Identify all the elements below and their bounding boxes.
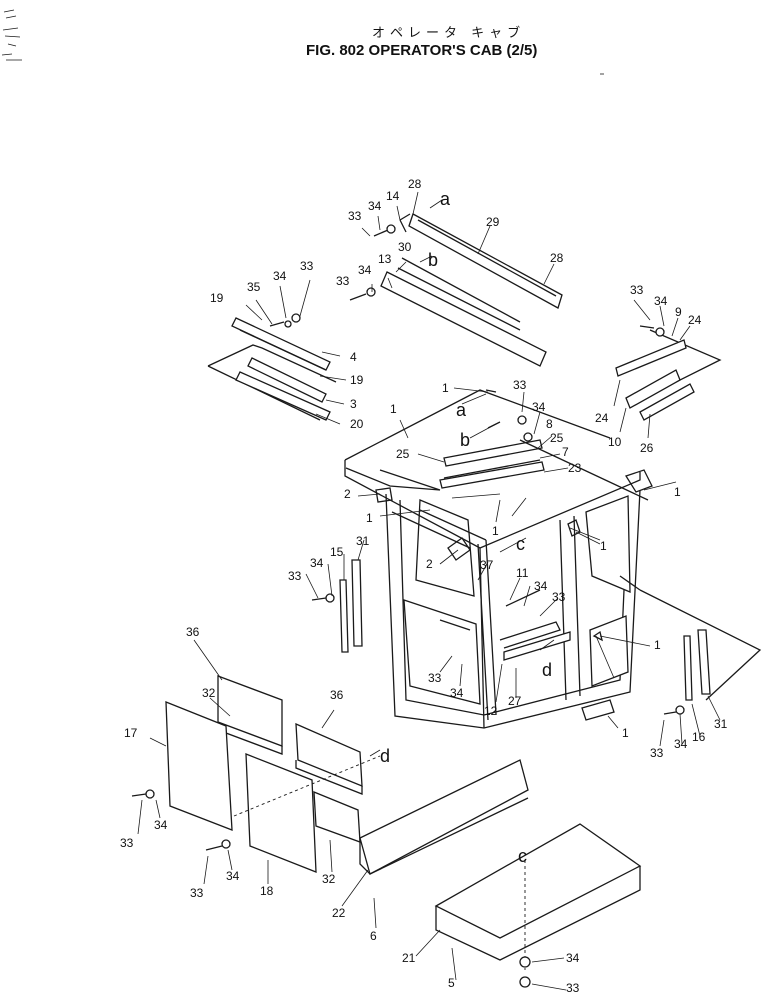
callout-20: 20 [350, 417, 364, 431]
callout-1: 1 [492, 524, 499, 538]
callout-33: 33 [630, 283, 644, 297]
side-posts [311, 559, 711, 715]
callout-13: 13 [378, 252, 392, 266]
callout-d: d [542, 660, 552, 680]
right-rail-assembly [615, 325, 695, 421]
callout-1: 1 [674, 485, 681, 499]
callout-2: 2 [426, 557, 433, 571]
left-rail-assembly [231, 313, 331, 421]
callout-33: 33 [650, 746, 664, 760]
top-rail-assembly [349, 213, 563, 367]
callout-22: 22 [332, 906, 346, 920]
callout-34: 34 [450, 686, 464, 700]
callout-34: 34 [532, 400, 546, 414]
callout-28: 28 [408, 177, 422, 191]
reference-lines [519, 439, 762, 701]
center-rail-assembly [439, 389, 545, 489]
callout-34: 34 [534, 579, 548, 593]
callout-33: 33 [428, 671, 442, 685]
callout-33: 33 [566, 981, 580, 994]
callout-19: 19 [350, 373, 364, 387]
callout-9: 9 [675, 305, 682, 319]
callout-1: 1 [654, 638, 661, 652]
callout-5: 5 [448, 976, 455, 990]
callout-30: 30 [398, 240, 412, 254]
callout-24: 24 [688, 313, 702, 327]
callout-b: b [428, 250, 438, 270]
roof-panel [207, 329, 722, 461]
callout-1: 1 [622, 726, 629, 740]
callout-23: 23 [568, 461, 582, 475]
callout-29: 29 [486, 215, 500, 229]
callout-12: 12 [484, 704, 498, 718]
callout-8: 8 [546, 417, 553, 431]
callout-34: 34 [154, 818, 168, 832]
callout-33: 33 [288, 569, 302, 583]
callout-34: 34 [368, 199, 382, 213]
callout-37: 37 [480, 558, 494, 572]
callout-34: 34 [310, 556, 324, 570]
callout-b: b [460, 430, 470, 450]
callout-35: 35 [247, 280, 261, 294]
title-japanese: オペレータ キャブ [372, 26, 526, 41]
floor-plates [359, 759, 642, 988]
callout-17: 17 [124, 726, 138, 740]
callout-33: 33 [348, 209, 362, 223]
callout-3: 3 [350, 397, 357, 411]
callout-34: 34 [226, 869, 240, 883]
callout-16: 16 [692, 730, 706, 744]
callout-32: 32 [202, 686, 216, 700]
callout-11: 11 [516, 566, 529, 580]
callout-28: 28 [550, 251, 564, 265]
callout-c: c [518, 846, 527, 866]
callout-33: 33 [300, 259, 314, 273]
callout-27: 27 [508, 694, 522, 708]
callout-21: 21 [402, 951, 416, 965]
callout-10: 10 [608, 435, 622, 449]
callout-34: 34 [674, 737, 688, 751]
callout-36: 36 [186, 625, 200, 639]
callout-32: 32 [322, 872, 336, 886]
callout-1: 1 [366, 511, 373, 525]
callout-34: 34 [566, 951, 580, 965]
callout-labels: 28 a 34 14 33 29 30 b 34 13 33 28 34 33 … [120, 177, 728, 994]
callout-33: 33 [120, 836, 134, 850]
callout-15: 15 [330, 545, 344, 559]
callout-36: 36 [330, 688, 344, 702]
callout-6: 6 [370, 929, 377, 943]
callout-31: 31 [356, 534, 370, 548]
leader-lines [137, 191, 721, 991]
callout-c: c [516, 534, 525, 554]
callout-1: 1 [390, 402, 397, 416]
side-panels [131, 675, 381, 873]
callout-4: 4 [350, 350, 357, 364]
callout-33: 33 [336, 274, 350, 288]
callout-33: 33 [190, 886, 204, 900]
callout-7: 7 [562, 445, 569, 459]
callout-25: 25 [550, 431, 564, 445]
callout-14: 14 [386, 189, 400, 203]
scan-noise [1, 9, 604, 75]
callout-33: 33 [552, 590, 566, 604]
callout-34: 34 [654, 294, 668, 308]
callout-18: 18 [260, 884, 274, 898]
callout-1: 1 [600, 539, 607, 553]
callout-d: d [380, 746, 390, 766]
callout-2: 2 [344, 487, 351, 501]
figure-title: FIG. 802 OPERATOR'S CAB (2/5) [306, 42, 538, 59]
callout-25: 25 [396, 447, 410, 461]
callout-24: 24 [595, 411, 609, 425]
callout-a: a [440, 189, 451, 209]
callout-34: 34 [273, 269, 287, 283]
callout-34: 34 [358, 263, 372, 277]
callout-33: 33 [513, 378, 527, 392]
callout-1: 1 [442, 381, 449, 395]
callout-26: 26 [640, 441, 654, 455]
callout-a: a [456, 400, 467, 420]
callout-31: 31 [714, 717, 728, 731]
cab-frame [344, 460, 653, 729]
callout-19: 19 [210, 291, 224, 305]
